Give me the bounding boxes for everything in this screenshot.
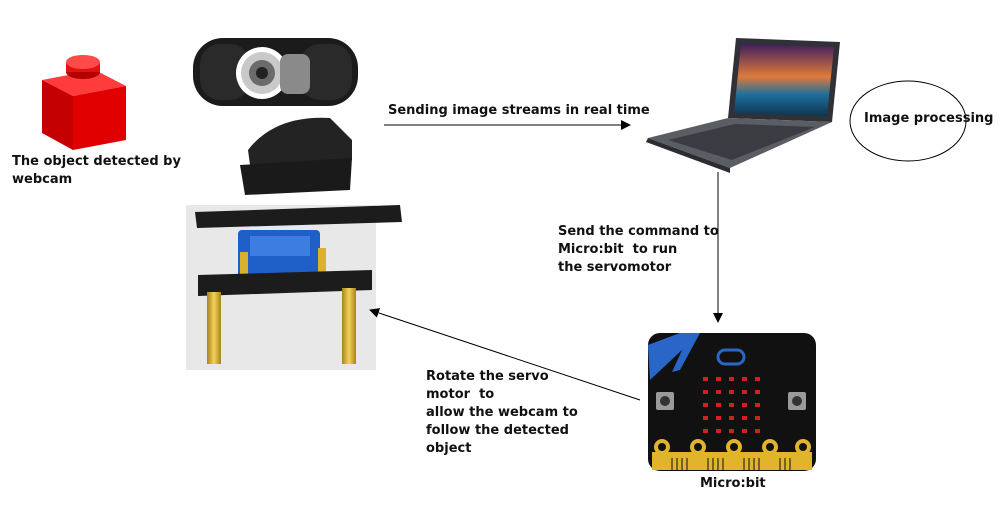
rotate-servo-label: Rotate the servo motor to allow the webc… (426, 369, 578, 456)
webcam-icon (193, 38, 358, 195)
image-processing-ellipse (849, 80, 967, 162)
sending-streams-label: Sending image streams in real time (388, 103, 650, 118)
send-command-label: Send the command to Micro:bit to run the… (558, 224, 719, 275)
microbit-board-icon (648, 333, 816, 471)
arrow-microbit-to-servo (369, 308, 641, 401)
red-lego-brick-icon (42, 55, 126, 150)
servo-mount-icon (186, 205, 402, 370)
microbit-label: Micro:bit (700, 476, 766, 491)
laptop-icon (646, 38, 840, 173)
image-processing-label: Image processing (864, 111, 994, 126)
object-detected-label: The object detected by webcam (12, 154, 181, 187)
